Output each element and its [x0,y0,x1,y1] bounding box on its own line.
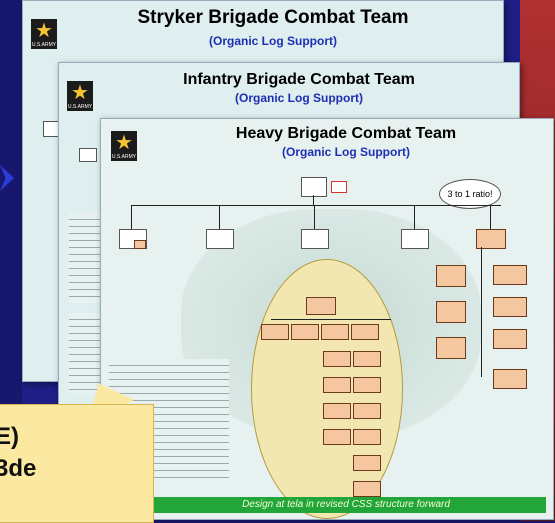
support-company-box [436,301,466,323]
org-box [261,324,289,340]
connector-line [490,205,491,229]
unit-box [79,148,97,162]
hq-unit-box [301,177,327,197]
support-box [134,240,146,249]
callout-text-line2: 3de [0,455,37,482]
logo-text: U.S.ARMY [67,104,93,110]
org-box [353,403,381,419]
slide-title-text: Infantry Brigade Combat Team [183,71,415,88]
org-box [323,429,351,445]
army-star-icon: ★U.S.ARMY [67,81,93,111]
unit-box-cav [301,229,329,249]
slide-subtitle: (Organic Log Support) [235,91,363,105]
cloud-text: 3 to 1 ratio! [447,189,493,199]
slide-title: Heavy Brigade Combat Team (Organic Log S… [151,125,541,161]
org-box [291,324,319,340]
org-box [353,429,381,445]
connector-line [414,205,415,229]
connector-line [219,205,220,229]
slide-subtitle: (Organic Log Support) [209,34,337,48]
slide-title-text: Stryker Brigade Combat Team [137,7,409,28]
org-box [353,377,381,393]
design-banner: Design at tela in revised CSS structure … [146,497,546,513]
connector-line [314,205,315,229]
org-box [353,351,381,367]
slide-subtitle: (Organic Log Support) [282,145,410,159]
unit-size-box [331,181,347,193]
background-left-strip [0,0,22,521]
support-company-box [436,337,466,359]
unit-box-bsb [476,229,506,249]
slide-title: Stryker Brigade Combat Team (Organic Log… [63,7,483,51]
text-table [69,313,101,393]
org-box [306,297,336,315]
support-company-box [436,265,466,287]
support-company-box [493,265,527,285]
org-box [353,455,381,471]
banner-text: Design at tela in revised CSS structure … [242,499,450,510]
yellow-callout: E) 3de [0,404,154,523]
connector-line [481,247,482,377]
connector-line [313,195,314,205]
support-company-box [493,329,527,349]
support-company-box [493,297,527,317]
org-box [323,377,351,393]
unit-box-armor [206,229,234,249]
slide-heavy: ★U.S.ARMY Heavy Brigade Combat Team (Org… [100,118,554,520]
org-box [321,324,349,340]
connector-line [131,205,132,229]
army-star-icon: ★U.S.ARMY [111,131,137,161]
org-box [323,351,351,367]
connector-line [131,205,501,206]
slide-title-text: Heavy Brigade Combat Team [235,125,457,142]
connector-line [271,319,391,320]
org-box [323,403,351,419]
logo-text: U.S.ARMY [31,42,57,48]
ratio-cloud: 3 to 1 ratio! [439,179,501,209]
org-box [353,481,381,497]
unit-box-fires [401,229,429,249]
slide-title: Infantry Brigade Combat Team (Organic Lo… [99,71,499,107]
army-star-icon: ★U.S.ARMY [31,19,57,49]
support-company-box [493,369,527,389]
text-table [69,213,101,303]
org-box [351,324,379,340]
logo-text: U.S.ARMY [111,154,137,160]
callout-text-line1: E) [0,423,19,450]
